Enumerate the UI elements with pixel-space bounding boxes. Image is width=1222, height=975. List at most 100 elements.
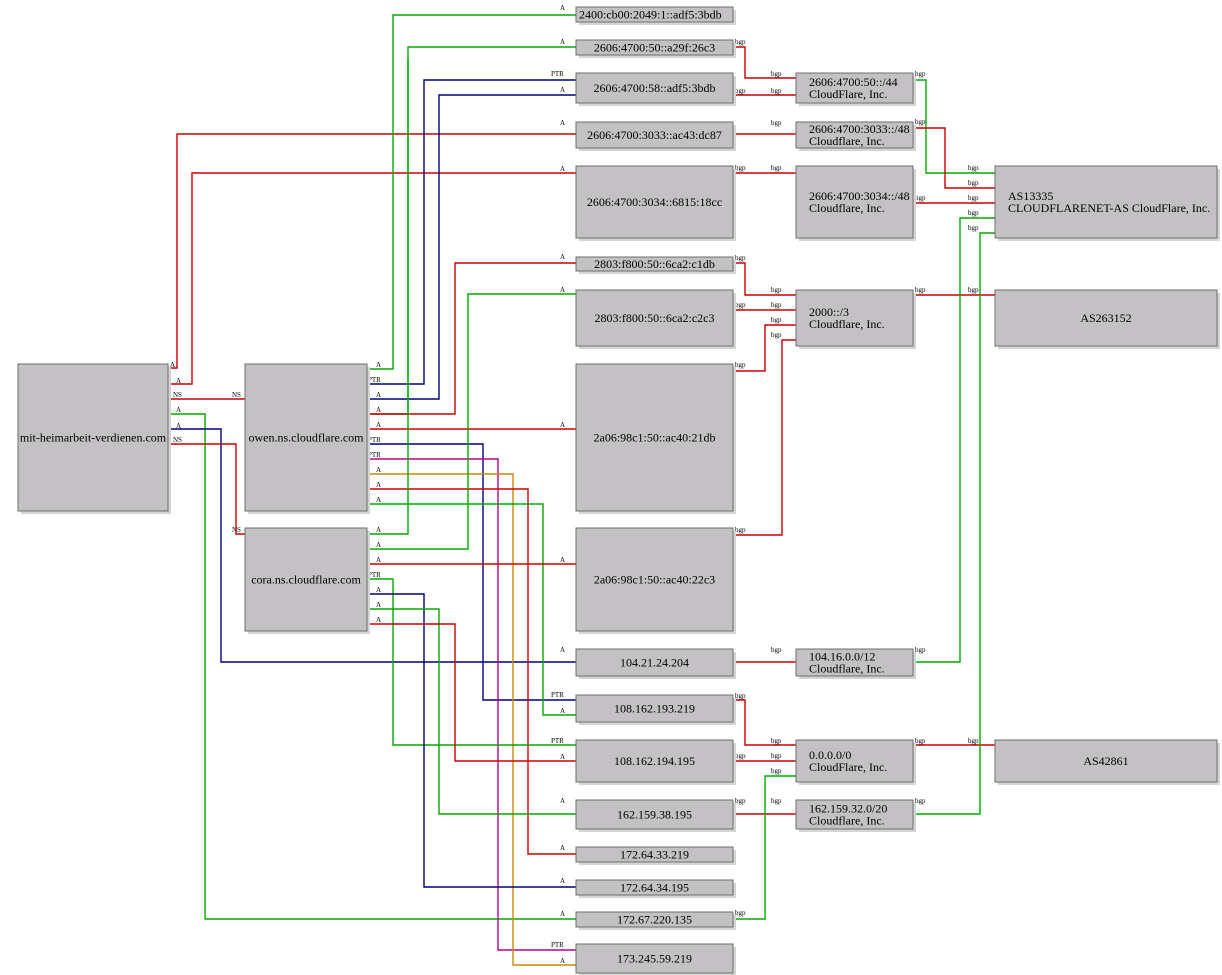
- node-label: Cloudflare, Inc.: [809, 201, 885, 215]
- node-ip8[interactable]: 173.245.59.219: [575, 943, 736, 975]
- node-ip5[interactable]: 172.64.33.219: [575, 846, 736, 865]
- node-label: 2606:4700:3033::/48: [809, 122, 910, 136]
- node-v6d[interactable]: 2606:4700:3033::ac43:dc87: [575, 121, 736, 151]
- edge-6: [367, 14, 576, 370]
- edge-label: A: [376, 391, 381, 399]
- node-label: 2606:4700:3034::6815:18cc: [587, 195, 722, 209]
- edge-label: bgp: [915, 194, 926, 202]
- edge-label: A: [560, 4, 565, 12]
- node-label: 162.159.38.195: [617, 808, 692, 822]
- edge-label: bgp: [735, 254, 746, 262]
- node-ip2[interactable]: 108.162.193.219: [575, 694, 736, 725]
- edge-label: A: [376, 526, 381, 534]
- node-box: [795, 289, 914, 347]
- edge-label: A: [376, 541, 381, 549]
- edge-label: A: [376, 421, 381, 429]
- node-v6b[interactable]: 2606:4700:50::a29f:26c3: [575, 39, 736, 58]
- edge-label: bgp: [968, 194, 979, 202]
- node-v6i[interactable]: 2a06:98c1:50::ac40:22c3: [575, 527, 736, 634]
- edge-label: A: [560, 957, 565, 965]
- edge-1: [168, 172, 576, 385]
- node-v6f[interactable]: 2803:f800:50::6ca2:c1db: [575, 256, 736, 274]
- node-box: [575, 739, 734, 783]
- edge-4: [168, 428, 576, 663]
- edge-label: A: [560, 165, 565, 173]
- node-box: [795, 648, 914, 677]
- edge-label: bgp: [915, 737, 926, 745]
- node-label: 2606:4700:3034::/48: [809, 189, 910, 203]
- edge-label: bgp: [771, 301, 782, 309]
- edge-label: PTR: [551, 691, 564, 699]
- edge-18: [367, 293, 576, 550]
- node-owen[interactable]: owen.ns.cloudflare.com: [244, 363, 370, 514]
- edge-label: bgp: [968, 737, 979, 745]
- edge-label: NS: [232, 391, 241, 399]
- node-v6a[interactable]: 2400:cb00:2049:1::adf5:3bdb: [575, 6, 736, 25]
- edge-label: bgp: [915, 118, 926, 126]
- node-label: mit-heimarbeit-verdienen.com: [20, 431, 167, 445]
- node-label: 172.64.33.219: [620, 848, 689, 862]
- node-v6g[interactable]: 2803:f800:50::6ca2:c2c3: [575, 289, 736, 349]
- node-label: Cloudflare, Inc.: [809, 662, 885, 676]
- node-as3[interactable]: AS42861: [994, 739, 1220, 785]
- node-box: [575, 799, 734, 830]
- node-label: CloudFlare, Inc.: [809, 760, 887, 774]
- node-box: [244, 527, 368, 632]
- edge-label: A: [176, 422, 181, 430]
- edge-label: bgp: [735, 526, 746, 534]
- node-v6e[interactable]: 2606:4700:3034::6815:18cc: [575, 165, 736, 241]
- edge-label: A: [560, 421, 565, 429]
- edge-label: bgp: [771, 70, 782, 78]
- edge-label: bgp: [735, 797, 746, 805]
- node-label: 2000::/3: [809, 305, 849, 319]
- edge-label: A: [376, 586, 381, 594]
- node-label: 104.21.24.204: [620, 656, 689, 670]
- node-label: 104.16.0.0/12: [809, 650, 875, 664]
- node-box: [575, 289, 734, 347]
- node-box: [575, 363, 734, 512]
- node-box: [575, 165, 734, 239]
- edge-label: A: [560, 646, 565, 654]
- node-ip1[interactable]: 104.21.24.204: [575, 648, 736, 679]
- node-box: [575, 121, 734, 149]
- edge-label: A: [560, 38, 565, 46]
- node-ip3[interactable]: 108.162.194.195: [575, 739, 736, 785]
- node-box: [575, 6, 734, 23]
- node-label: 108.162.194.195: [614, 754, 695, 768]
- edge-36: [733, 775, 796, 920]
- node-ip7[interactable]: 172.67.220.135: [575, 911, 736, 930]
- edge-label: A: [376, 601, 381, 609]
- edge-label: bgp: [735, 752, 746, 760]
- node-box: [244, 363, 368, 512]
- node-label: Cloudflare, Inc.: [809, 317, 885, 331]
- edge-0: [168, 133, 576, 369]
- edge-label: bgp: [968, 209, 979, 217]
- edge-label: bgp: [735, 909, 746, 917]
- node-v6h[interactable]: 2a06:98c1:50::ac40:21db: [575, 363, 736, 514]
- edge-label: bgp: [771, 646, 782, 654]
- node-label: AS42861: [1083, 754, 1128, 768]
- node-ip6[interactable]: 172.64.34.195: [575, 879, 736, 898]
- node-v6c[interactable]: 2606:4700:58::adf5:3bdb: [575, 72, 736, 106]
- edge-label: bgp: [771, 119, 782, 127]
- edge-43: [913, 232, 995, 815]
- node-label: 172.67.220.135: [617, 913, 692, 927]
- node-as2[interactable]: AS263152: [994, 289, 1220, 349]
- node-domain[interactable]: mit-heimarbeit-verdienen.com: [17, 363, 171, 514]
- node-box: [994, 739, 1218, 783]
- edge-label: bgp: [735, 164, 746, 172]
- node-box: [575, 879, 734, 896]
- node-label: 162.159.32.0/20: [809, 802, 887, 816]
- node-cora[interactable]: cora.ns.cloudflare.com: [244, 527, 370, 634]
- node-box: [575, 943, 734, 974]
- node-ip4[interactable]: 162.159.38.195: [575, 799, 736, 832]
- node-label: 2606:4700:50::/44: [809, 75, 898, 89]
